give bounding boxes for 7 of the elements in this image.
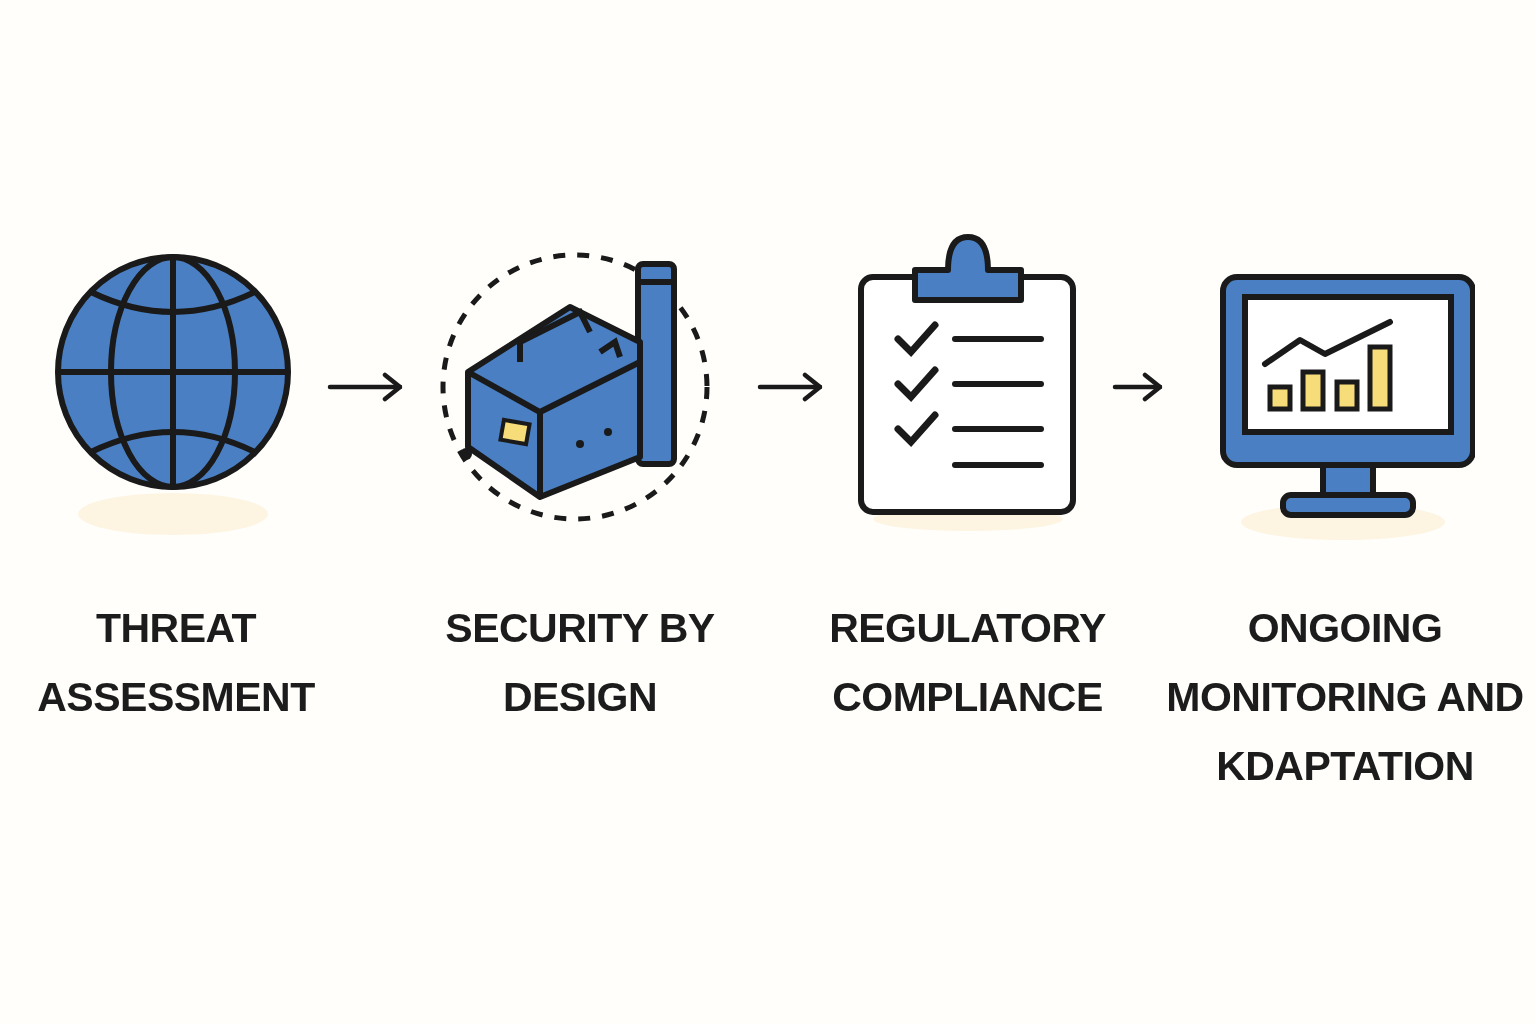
step-label: SECURITY BY DESIGN	[444, 604, 716, 722]
step-label: ONGOING MONITORING AND KDAPTATION	[1165, 604, 1525, 791]
step-label: THREAT ASSESSMENT	[36, 604, 316, 722]
arrow	[327, 372, 403, 402]
step-label: REGULATORY COMPLIANCE	[828, 604, 1107, 722]
arrow	[757, 372, 823, 402]
arrow	[1112, 372, 1163, 402]
